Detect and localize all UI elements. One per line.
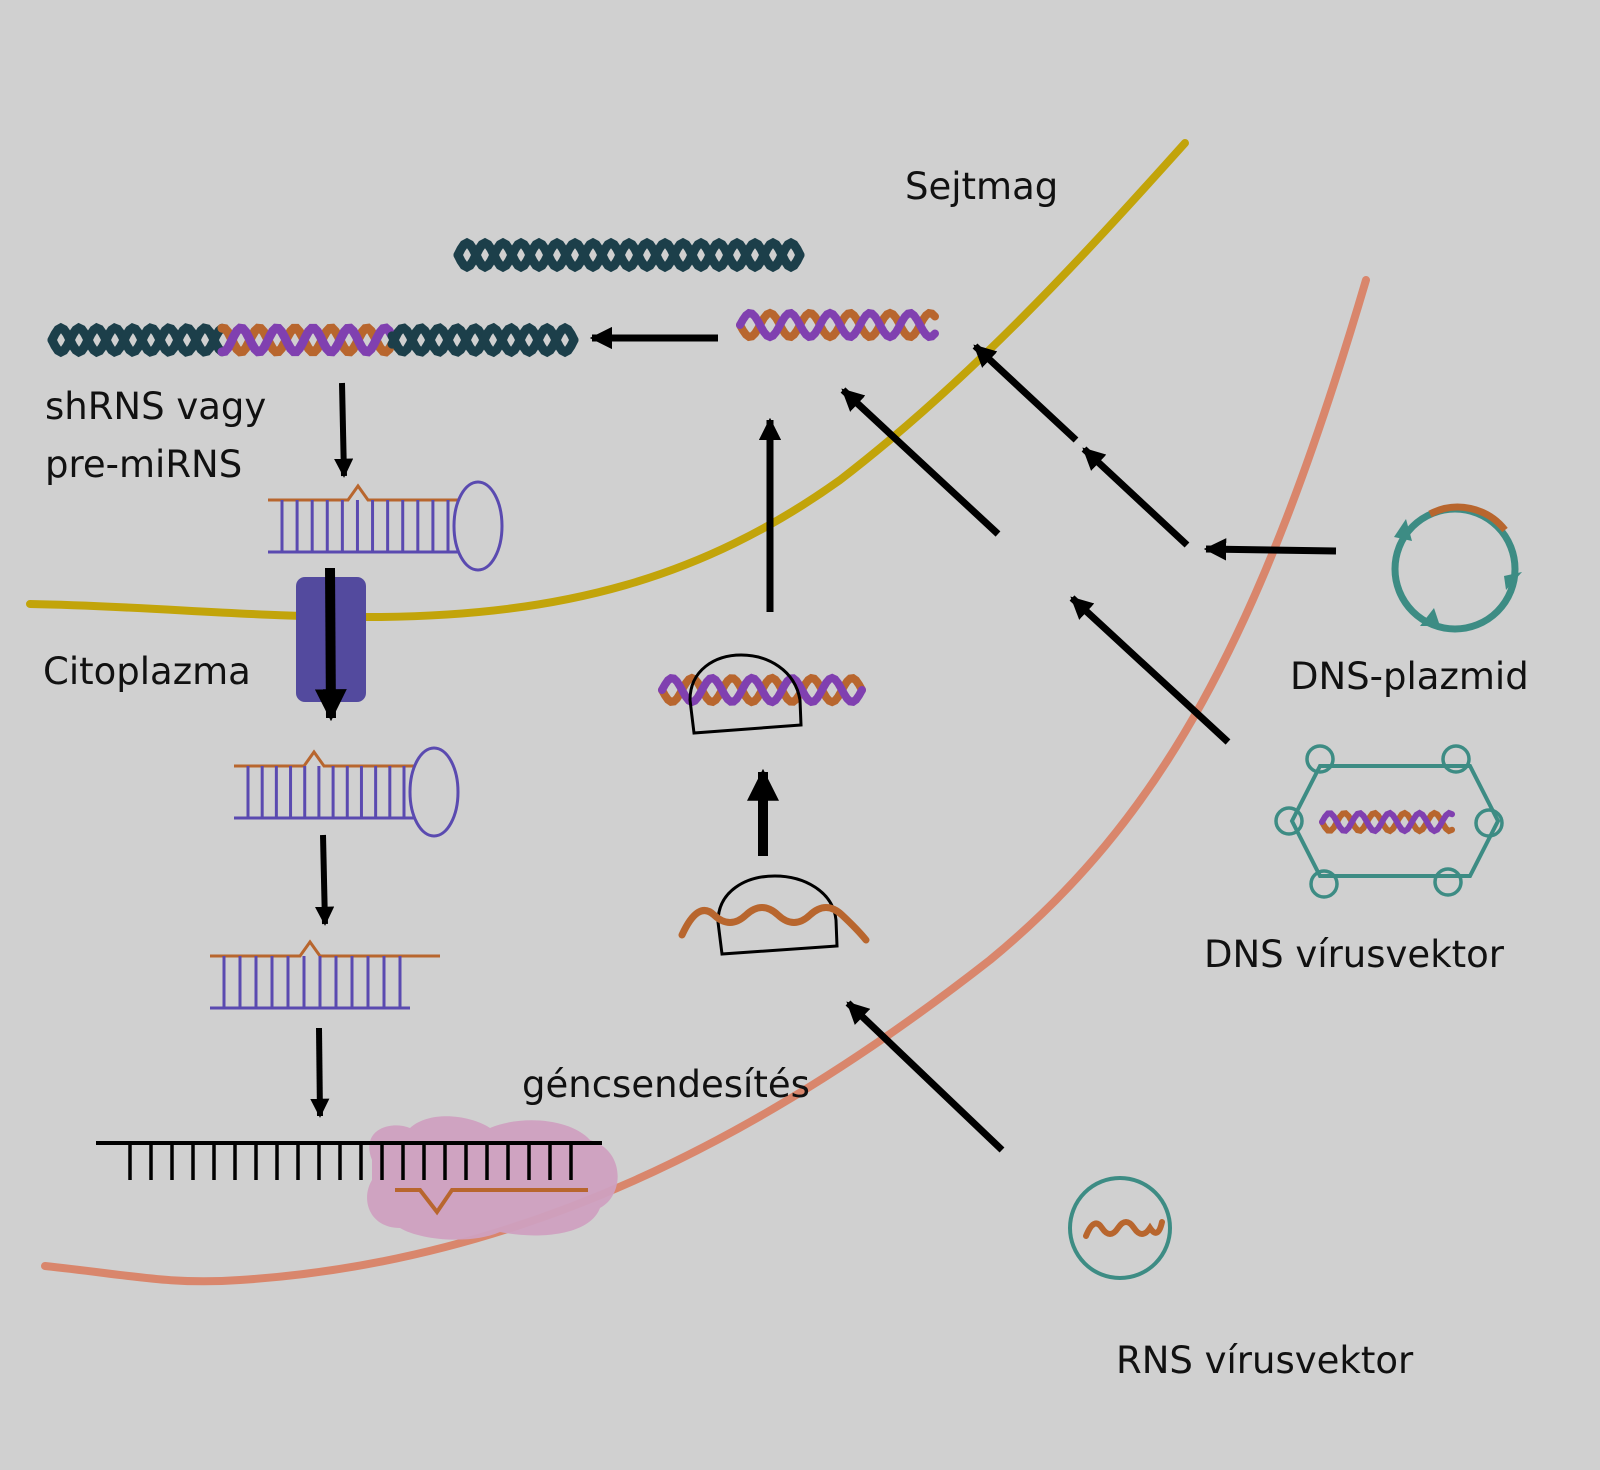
arrow-transcription [334,382,354,478]
genomic-dna-helix [453,237,805,273]
shrna-label-line2: pre-miRNS [45,443,243,486]
target-mrna [96,1141,602,1180]
risc-complex [367,1116,618,1240]
cytoplasm-label: Citoplazma [43,650,251,693]
shrna-insert-helix [736,308,939,342]
shrna-hairpin-nuclear [268,480,504,572]
helix-strand [387,322,579,358]
helix-strand [1319,809,1455,835]
rna-viral-vector [1068,1176,1172,1280]
viral-rna-strand [678,904,870,944]
helix-strand [217,323,397,357]
integrated-dna-helix [47,322,579,358]
rna-vector-label: RNS vírusvektor [1116,1339,1414,1382]
sirna-duplex [210,939,440,1010]
reverse-transcriptase-complex-upper [688,653,803,735]
dna-plasmid [1391,503,1522,633]
guide-strand [395,1188,588,1216]
helix-strand [658,673,866,707]
arrow-dicer-processing [315,834,335,926]
helix-strand [736,308,939,342]
process-arrows [310,326,1337,1153]
shrna-label-line1: shRNS vagy [45,385,267,428]
helix-strand [1319,809,1455,835]
dna-viral-vector [1274,744,1504,899]
arrow-nuclear-export [314,567,347,722]
reverse-transcriptase-complex-lower [716,874,839,956]
nuclear-membrane [26,139,1189,622]
shrna-hairpin-cytoplasmic [234,746,460,838]
arrow-plasmid-nuclear-lower [1081,446,1190,548]
helix-strand [736,308,939,342]
gene-silencing-label: géncsendesítés [522,1063,810,1106]
arrow-dna-vector-entry [1069,595,1231,745]
dna-vector-label: DNS vírusvektor [1204,933,1504,976]
arrow-dna-vector-to-nucleus [840,387,1001,537]
arrow-rna-vector-entry [845,1000,1005,1153]
plasmid-label: DNS-plazmid [1290,655,1529,698]
arrow-risc-loading [310,1027,330,1118]
helix-strand [453,237,805,273]
helix-strand [47,322,227,358]
helix-strand [453,237,805,273]
nucleus-label: Sejtmag [905,165,1059,208]
cell-membrane [41,276,1370,1286]
arrow-plasmid-nuclear-upper [972,343,1079,443]
arrow-plasmid-entry [1203,538,1337,561]
